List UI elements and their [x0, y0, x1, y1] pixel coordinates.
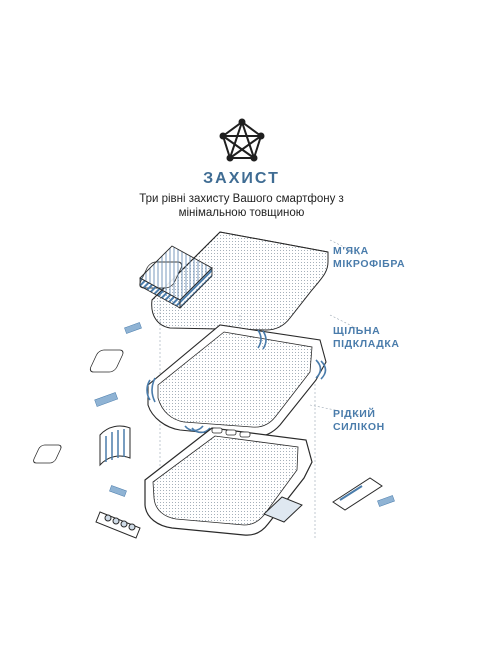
section-title: ЗАХИСТ — [203, 170, 280, 187]
silicone-layer — [33, 427, 313, 536]
layer-label-silicone: РІДКИЙ СИЛІКОН — [333, 408, 385, 434]
layer-label-microfibre-line2: МІКРОФІБРА — [333, 258, 406, 270]
microfibre-layer — [139, 231, 329, 331]
layer-label-silicone-line1: РІДКИЙ — [333, 408, 376, 420]
layer-label-backing-line2: ПІДКЛАДКА — [333, 338, 400, 350]
layer-label-backing: ЩІЛЬНА ПІДКЛАДКА — [333, 325, 400, 351]
molecule-network-icon — [219, 118, 265, 162]
corner-bumper-sample — [99, 425, 131, 467]
layer-label-microfibre-line1: М'ЯКА — [333, 245, 369, 257]
layer-label-silicone-line2: СИЛІКОН — [333, 421, 385, 433]
section-subtitle: Три рівні захисту Вашого смартфону з мін… — [0, 192, 483, 220]
subtitle-line-1: Три рівні захисту Вашого смартфону з — [139, 193, 344, 205]
layer-label-microfibre: М'ЯКА МІКРОФІБРА — [333, 245, 405, 271]
layer-label-backing-line1: ЩІЛЬНА — [333, 325, 381, 337]
spec-tags — [94, 322, 395, 507]
key-sample — [332, 477, 383, 511]
subtitle-line-2: мінімальною товщиною — [178, 207, 305, 219]
hard-shell-layer — [89, 324, 327, 438]
button-cap-sample — [95, 511, 141, 539]
